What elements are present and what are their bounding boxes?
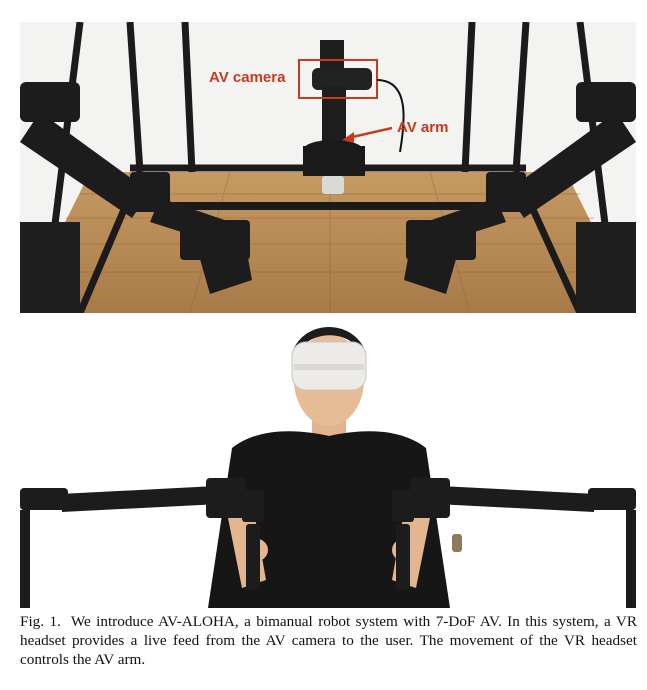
figure-caption: Fig. 1.We introduce AV-ALOHA, a bimanual… <box>20 612 637 669</box>
av-arm-label: AV arm <box>397 119 449 136</box>
workspace-photo: AV camera AV arm <box>20 22 636 313</box>
av-camera-label: AV camera <box>209 69 286 86</box>
figure-label: Fig. 1. <box>20 613 61 630</box>
caption-text: We introduce AV-ALOHA, a bimanual robot … <box>20 613 637 668</box>
operator-photo <box>20 318 636 608</box>
